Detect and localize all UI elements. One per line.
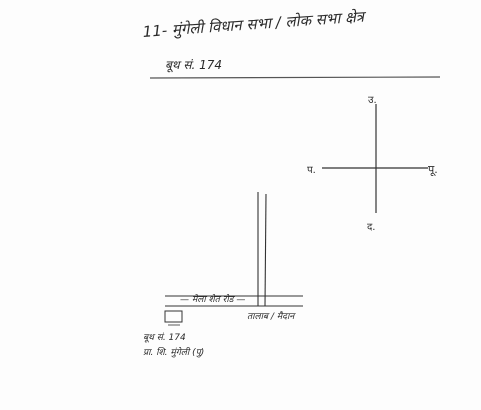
compass-north-label: उ. xyxy=(368,95,377,106)
school-label: प्रा. शि. मुंगेली (पु) xyxy=(143,348,205,358)
vertical-road xyxy=(257,192,267,307)
compass-rose xyxy=(322,104,428,213)
booth-number-line: बूथ सं. 174 xyxy=(165,58,222,72)
booth-map-label: बूथ सं. 174 xyxy=(143,333,186,343)
header-underline xyxy=(149,76,441,79)
pond-label: तालाब / मैदान xyxy=(247,312,295,322)
booth-building xyxy=(164,310,183,323)
horizontal-road xyxy=(165,295,303,307)
compass-east-label: पू. xyxy=(428,163,438,176)
road-label: — मेला शेत रोड — xyxy=(180,295,246,305)
compass-west-label: प. xyxy=(307,165,316,176)
compass-south-label: द. xyxy=(367,222,376,233)
